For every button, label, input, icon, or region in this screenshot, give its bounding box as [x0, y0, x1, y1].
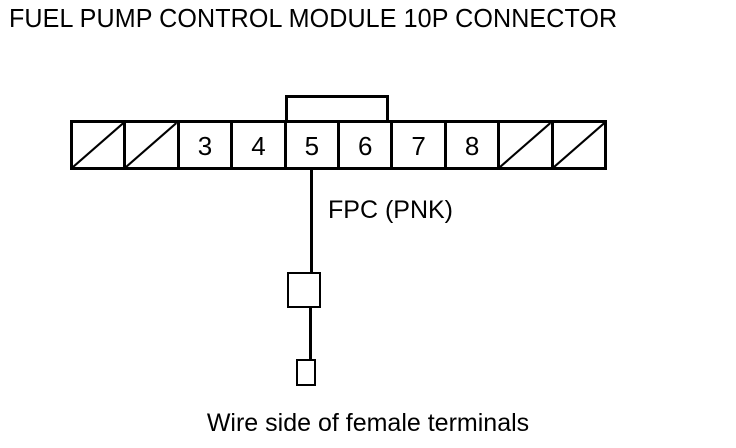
- terminal-symbol-small: [296, 359, 316, 386]
- pin-cavity-7: 7: [393, 123, 447, 167]
- connector-locking-tab: [285, 95, 389, 123]
- pin-cavity-3: 3: [180, 123, 234, 167]
- pin-cavity-5: 5: [287, 123, 341, 167]
- pin-cavity-6: 6: [340, 123, 394, 167]
- blank-cavity-slash-icon: [126, 123, 177, 167]
- wire-lead-line: [310, 170, 313, 274]
- pin-number-label: 5: [304, 131, 320, 161]
- pin-number-label: 6: [358, 131, 373, 161]
- pin-cavity-1: [73, 123, 127, 167]
- page-title: FUEL PUMP CONTROL MODULE 10P CONNECTOR: [9, 3, 618, 33]
- terminal-symbol-large: [287, 272, 321, 308]
- pin-number-label: 7: [411, 131, 426, 161]
- pin-number-label: 8: [464, 131, 480, 161]
- terminal-connecting-line: [309, 306, 312, 361]
- pin-cavity-2: [126, 123, 180, 167]
- diagram-caption: Wire side of female terminals: [206, 409, 530, 437]
- pin-number-label: 3: [197, 131, 213, 161]
- blank-cavity-slash-icon: [553, 123, 605, 167]
- blank-cavity-slash-icon: [73, 123, 124, 167]
- connector-pin-body: 3 4 5 6 7 8: [70, 120, 607, 170]
- blank-cavity-slash-icon: [500, 123, 551, 167]
- wire-label: FPC (PNK): [328, 196, 453, 224]
- pin-cavity-4: 4: [233, 123, 287, 167]
- pin-cavity-8: 8: [447, 123, 501, 167]
- pin-cavity-9: [500, 123, 554, 167]
- pin-number-label: 4: [251, 131, 266, 161]
- pin-cavity-10: [553, 123, 605, 167]
